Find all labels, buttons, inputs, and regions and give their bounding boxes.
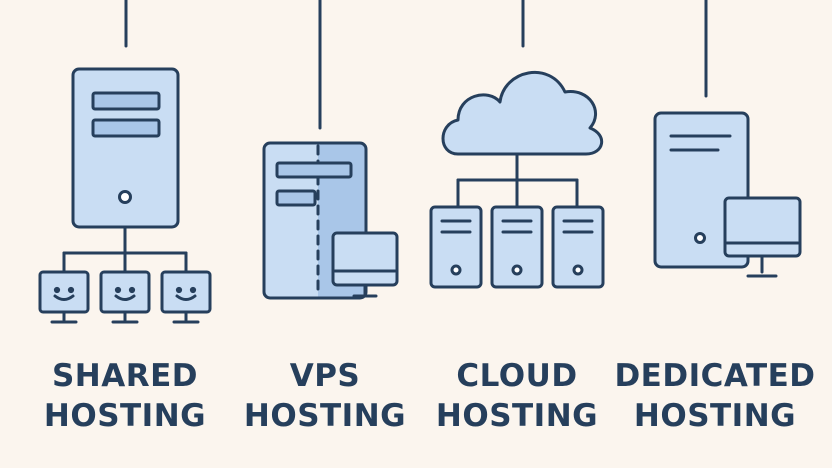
cloud-server-unit-icon xyxy=(429,205,483,289)
label-line2: HOSTING xyxy=(435,398,599,434)
cloud-hosting-label: CLOUD HOSTING xyxy=(412,356,622,436)
label-line1: DEDICATED xyxy=(614,358,816,394)
vps-hosting-label: VPS HOSTING xyxy=(220,356,430,436)
dedicated-hosting-label: DEDICATED HOSTING xyxy=(610,356,820,436)
client-monitor-icon xyxy=(38,270,90,324)
label-line2: HOSTING xyxy=(243,398,407,434)
client-monitor-icon xyxy=(99,270,151,324)
cloud-servers-icon xyxy=(441,0,603,209)
client-monitor-icon xyxy=(160,270,212,324)
shared-hosting-label: SHARED HOSTING xyxy=(20,356,230,436)
vps-monitor-icon xyxy=(331,231,399,298)
cloud-server-unit-icon xyxy=(490,205,544,289)
dedicated-monitor-icon xyxy=(723,196,802,278)
cloud-server-unit-icon xyxy=(551,205,605,289)
shared-server-icon xyxy=(62,0,188,274)
label-line1: SHARED xyxy=(51,358,199,394)
label-line2: HOSTING xyxy=(43,398,207,434)
label-line1: CLOUD xyxy=(456,358,578,394)
label-line2: HOSTING xyxy=(633,398,797,434)
label-line1: VPS xyxy=(289,358,361,394)
